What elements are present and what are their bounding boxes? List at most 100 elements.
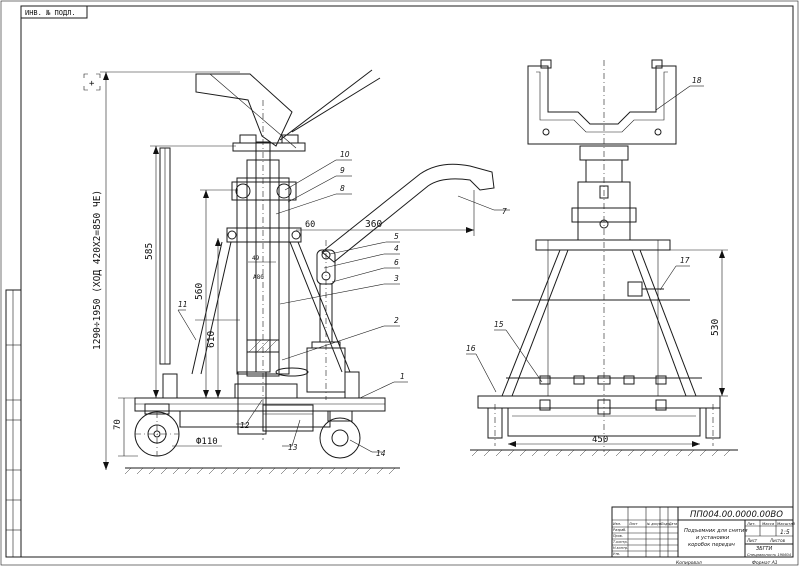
left-pump-pivot-top	[321, 250, 331, 260]
left-base-frame	[134, 397, 386, 412]
dim-60-label: 60	[305, 220, 315, 230]
title-role-utv: Утв.	[613, 552, 620, 556]
dim-450-arrow-l	[508, 441, 516, 447]
right-leg-1	[501, 249, 561, 397]
callout-17: 17	[680, 256, 690, 265]
right-base-frame	[477, 395, 721, 409]
dim-610-arrow-bot	[215, 390, 221, 398]
title-role-tkontr: Т.контр.	[613, 540, 628, 544]
dim-49-label: 49	[252, 255, 260, 262]
top-left-stamp: ИНВ. № ПОДЛ.	[25, 9, 76, 17]
callout-15: 15	[494, 320, 504, 329]
left-wheel-rear	[319, 410, 361, 459]
right-column-bolt	[599, 219, 609, 229]
dim-585-label: 585	[144, 243, 155, 260]
dim-585-arrow-bot	[153, 390, 159, 398]
title-role-doc: № докум.	[646, 522, 662, 526]
title-role-nkontr: Н.контр.	[613, 546, 628, 550]
dim-560-arrow-top	[203, 190, 209, 198]
title-sheets-label: Листов	[769, 538, 786, 543]
left-transmission-outline	[195, 73, 293, 147]
dim-360-arrow	[466, 227, 474, 233]
title-main-code: ПП004.00.0000.00ВО	[690, 510, 783, 520]
left-pulley-1	[235, 183, 251, 199]
dim-360-label: 360	[365, 219, 382, 230]
callout-9: 9	[340, 166, 345, 175]
left-base-bracket-2	[344, 371, 360, 399]
right-cradle-hole-1	[542, 128, 550, 136]
dim-450-label: 450	[592, 435, 608, 445]
title-org-1: ЗБГТИ	[756, 546, 772, 552]
left-clamp-bolt-2	[291, 230, 301, 240]
right-column-slot	[599, 185, 609, 199]
callout-14: 14	[376, 449, 386, 458]
title-block-grid	[612, 507, 678, 557]
title-sheet-label: Лист	[746, 538, 758, 543]
left-pump-ring	[275, 367, 309, 377]
dim-530-label: 530	[710, 319, 721, 336]
dim-total-height-arrow-bot	[103, 462, 109, 470]
title-role-list: Лист	[628, 522, 639, 526]
right-column-top	[579, 145, 629, 161]
inner-frame	[20, 5, 794, 558]
right-cradle-hole-2	[654, 128, 662, 136]
title-role-razrab: Разраб.	[613, 528, 626, 532]
left-collar	[231, 181, 297, 201]
right-column-ring	[571, 207, 637, 223]
right-tray-nuts	[539, 375, 667, 415]
dim-450-arrow-r	[692, 441, 700, 447]
callout-7: 7	[502, 207, 507, 216]
right-cradle-bolt-2	[651, 59, 663, 69]
dim-110-label: Ф110	[196, 437, 218, 447]
title-role-izm: Изм.	[613, 522, 621, 526]
left-saddle-plate	[232, 142, 306, 152]
title-scale: 1:5	[780, 529, 790, 536]
registration-bracket	[83, 73, 101, 91]
callout-3: 3	[394, 274, 399, 283]
dim-610-arrow-top	[215, 238, 221, 246]
left-strut-3	[297, 241, 351, 373]
left-base-bracket-1	[162, 373, 178, 399]
left-strut-4	[289, 241, 343, 373]
callout-11: 11	[178, 300, 188, 309]
title-name-3: коробок передач	[688, 542, 735, 548]
left-pulley-2	[276, 183, 292, 199]
callout-10: 10	[340, 150, 350, 159]
left-pump-handle	[321, 163, 495, 263]
title-role-prov: Пров.	[613, 534, 623, 538]
right-leg-2	[639, 249, 697, 397]
left-piston-hatch	[248, 339, 278, 353]
dim-560-label: 560	[194, 283, 205, 300]
right-callout-leaders	[466, 85, 704, 393]
left-strut-1	[191, 241, 223, 375]
title-code-cell	[677, 506, 794, 521]
left-strut-2	[200, 241, 232, 375]
callout-5: 5	[394, 232, 399, 241]
right-cradle-bolt-1	[540, 59, 552, 69]
dim-610-label: 610	[206, 331, 217, 348]
dim-560-arrow-bot	[203, 390, 209, 398]
left-cylinder-base	[237, 371, 267, 435]
left-piston	[246, 339, 280, 353]
title-lit-col-3: Масштаб	[777, 521, 796, 526]
right-upper-beam	[535, 239, 671, 251]
dim-total-height-label: 1290÷1950 (ХОД 420Х2=850 ЧЕ)	[92, 190, 103, 350]
right-ground-hatch	[471, 449, 731, 457]
dim-530-arrow-bot	[719, 388, 725, 396]
left-pump-pivot-bot	[321, 271, 331, 281]
dim-530-arrow-top	[719, 250, 725, 258]
callout-12: 12	[240, 421, 250, 430]
left-saddle-top	[239, 134, 257, 144]
left-base-plate-under	[179, 410, 331, 428]
left-pump-lever-link	[316, 249, 336, 285]
callout-18: 18	[692, 76, 702, 85]
right-leg-1b	[511, 249, 569, 397]
title-org-2: Специальность 190604	[747, 553, 792, 557]
left-clamp	[226, 227, 302, 243]
callout-13: 13	[288, 443, 298, 452]
left-callout-leaders	[177, 159, 510, 453]
right-leg-2b	[631, 249, 687, 397]
